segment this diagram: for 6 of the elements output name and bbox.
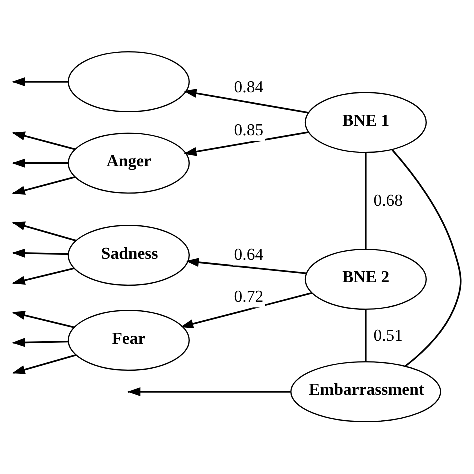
edge-label: 0.68 <box>373 191 403 210</box>
edge-label: 0.85 <box>234 120 264 140</box>
edge-label: 0.51 <box>373 326 403 345</box>
edge-label: 0.64 <box>234 244 264 264</box>
edge-label: 0.84 <box>234 77 264 96</box>
edge-label: 0.72 <box>234 286 264 306</box>
